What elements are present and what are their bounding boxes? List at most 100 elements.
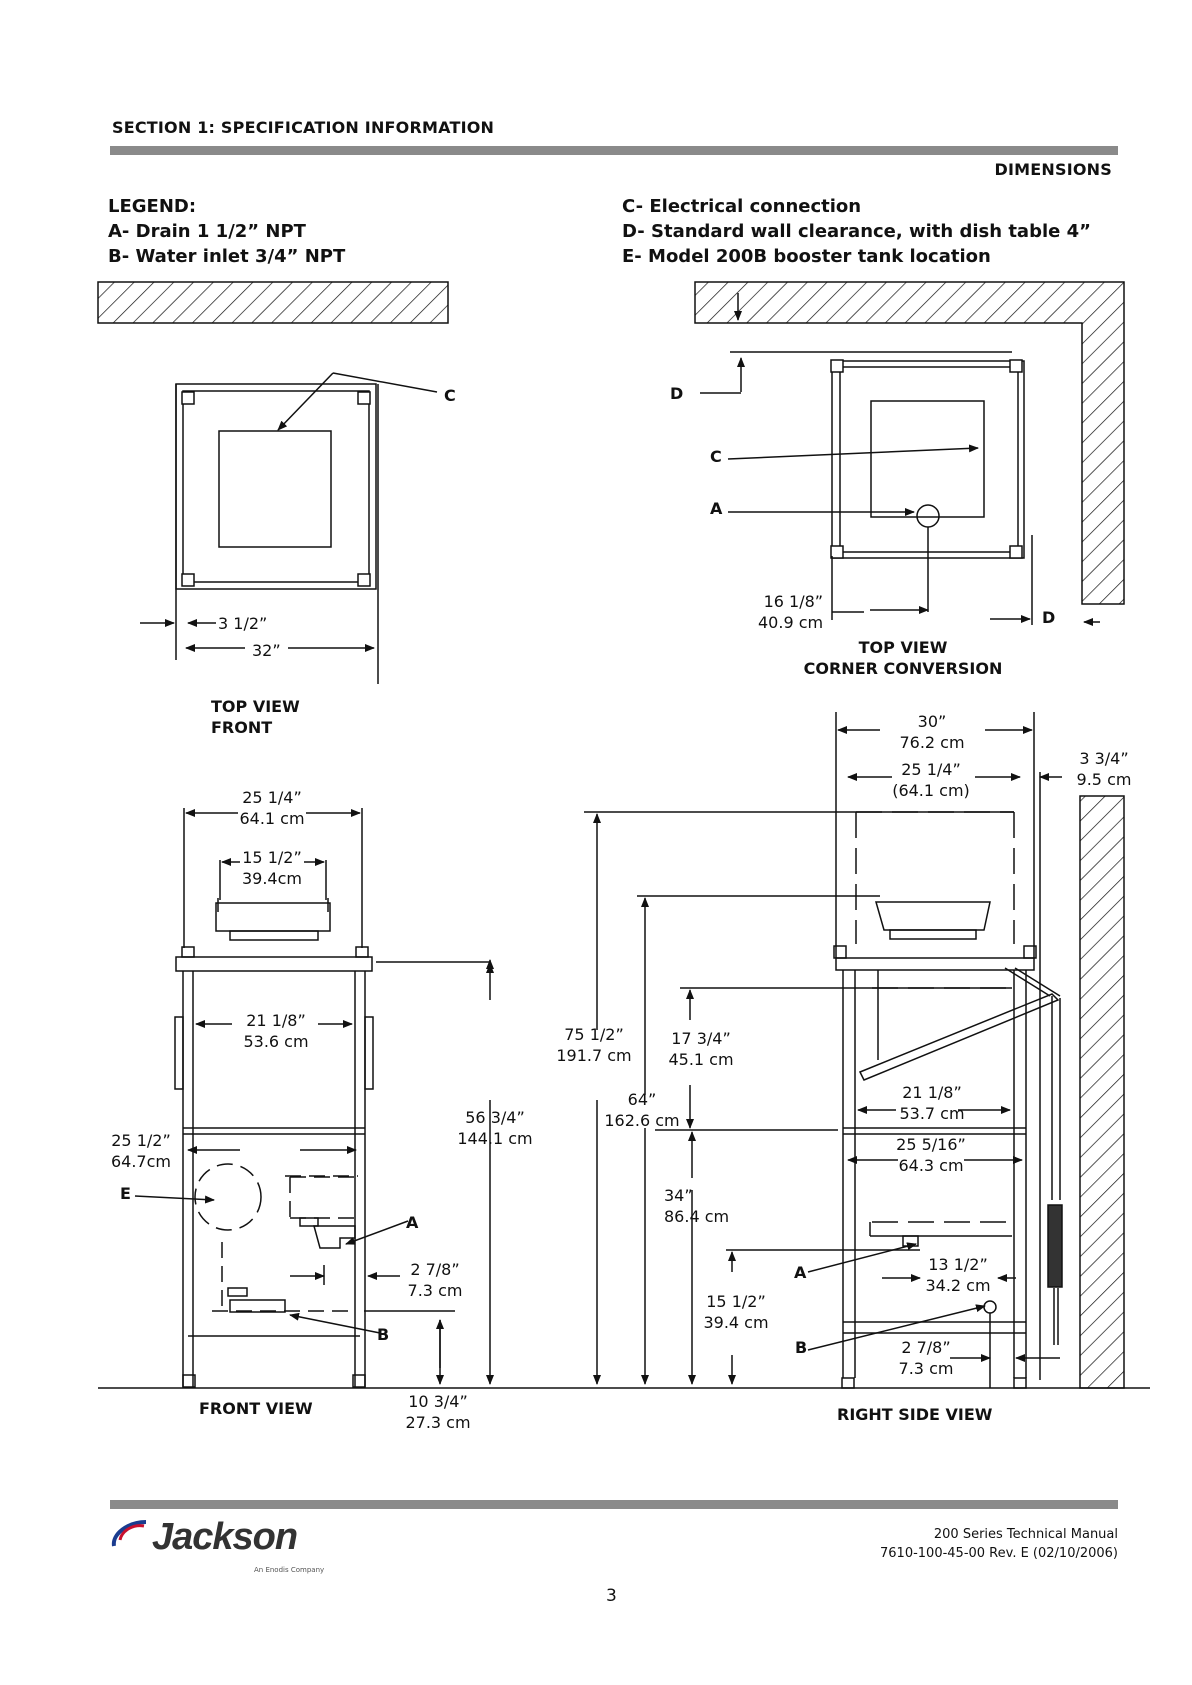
wall-hatch-corner	[694, 281, 1125, 605]
label-a-corner: A	[710, 499, 723, 518]
doc-number: 7610-100-45-00 Rev. E (02/10/2006)	[880, 1546, 1118, 1561]
dim-cm: 53.7 cm	[899, 1104, 965, 1123]
side-dim-25-1-4: 25 1/4” (64.1 cm)	[886, 759, 976, 801]
dim-3-1-2: 3 1/2”	[218, 614, 268, 633]
dim-inches: 64”	[627, 1090, 657, 1109]
wall-hatch-side	[1079, 795, 1125, 1389]
legend-right: C- Electrical connection D- Standard wal…	[622, 194, 1091, 269]
dim-inches: 3 3/4”	[1079, 749, 1129, 768]
caption-right-side-view: RIGHT SIDE VIEW	[837, 1405, 993, 1424]
dim-cm: 144.1 cm	[457, 1129, 533, 1148]
front-dim-15-1-2: 15 1/2” 39.4cm	[228, 847, 316, 889]
label-c-top-front: C	[444, 386, 456, 405]
dim-cm: 76.2 cm	[899, 733, 965, 752]
side-dim-21-1-8: 21 1/8” 53.7 cm	[888, 1082, 976, 1124]
side-dim-34: 34” 86.4 cm	[664, 1185, 740, 1227]
side-dim-15-1-2: 15 1/2” 39.4 cm	[698, 1291, 774, 1333]
logo-text: Jackson	[152, 1516, 298, 1558]
label-d-bottom: D	[1042, 608, 1056, 627]
dim-inches: 15 1/2”	[706, 1292, 766, 1311]
header-rule	[110, 146, 1118, 155]
dim-cm: 86.4 cm	[664, 1207, 730, 1226]
legend-item-b: B- Water inlet 3/4” NPT	[108, 246, 346, 267]
front-dim-10-3-4: 10 3/4” 27.3 cm	[398, 1391, 478, 1433]
dim-inches: 13 1/2”	[928, 1255, 988, 1274]
front-dim-25-1-4: 25 1/4” 64.1 cm	[228, 787, 316, 829]
dim-cm: 40.9 cm	[758, 613, 824, 632]
label-b-front: B	[377, 1325, 390, 1344]
dim-cm: 53.6 cm	[243, 1032, 309, 1051]
side-dim-30: 30” 76.2 cm	[892, 711, 972, 753]
caption-line-1: TOP VIEW	[211, 697, 300, 716]
caption-line-1: TOP VIEW	[858, 638, 948, 657]
dim-cm: 9.5 cm	[1076, 770, 1132, 789]
label-e-front: E	[120, 1184, 131, 1203]
label-a-side: A	[794, 1263, 807, 1282]
footer-info: 200 Series Technical Manual 7610-100-45-…	[880, 1525, 1118, 1563]
legend-item-a: A- Drain 1 1/2” NPT	[108, 221, 306, 242]
manual-title: 200 Series Technical Manual	[933, 1527, 1118, 1542]
side-dim-75-1-2: 75 1/2” 191.7 cm	[552, 1024, 636, 1066]
label-a-front: A	[406, 1213, 419, 1232]
dim-inches: 2 7/8”	[901, 1338, 951, 1357]
dim-cm: 39.4cm	[241, 869, 302, 888]
logo-subtext: An Enodis Company	[254, 1566, 325, 1574]
legend-title: LEGEND:	[108, 196, 197, 217]
label-b-side: B	[795, 1338, 808, 1357]
side-dim-13-1-2: 13 1/2” 34.2 cm	[918, 1254, 998, 1296]
legend-left: LEGEND: A- Drain 1 1/2” NPT B- Water inl…	[108, 194, 345, 269]
legend-item-d: D- Standard wall clearance, with dish ta…	[622, 221, 1091, 242]
wall-hatch-front	[97, 281, 449, 324]
legend-item-c: C- Electrical connection	[622, 196, 862, 217]
dim-inches: 16 1/8”	[763, 592, 824, 611]
dim-cm: 27.3 cm	[405, 1413, 471, 1432]
dim-16-1-8: 16 1/8” 40.9 cm	[758, 591, 823, 633]
dim-inches: 21 1/8”	[902, 1083, 962, 1102]
dim-inches: 2 7/8”	[410, 1260, 460, 1279]
dim-cm: 7.3 cm	[407, 1281, 463, 1300]
side-dim-3-3-4: 3 3/4” 9.5 cm	[1074, 748, 1134, 790]
front-dim-2-7-8: 2 7/8” 7.3 cm	[398, 1259, 472, 1301]
footer-rule	[110, 1500, 1118, 1509]
dim-cm: 45.1 cm	[668, 1050, 734, 1069]
dim-cm: 162.6 cm	[604, 1111, 680, 1130]
dim-cm: 34.2 cm	[925, 1276, 991, 1295]
label-d-top: D	[670, 384, 684, 403]
dim-32: 32”	[252, 641, 281, 660]
dim-cm: 64.3 cm	[898, 1156, 964, 1175]
dim-cm: 7.3 cm	[898, 1359, 954, 1378]
side-dim-2-7-8: 2 7/8” 7.3 cm	[888, 1337, 964, 1379]
jackson-logo: Jackson An Enodis Company	[108, 1512, 338, 1574]
caption-line-2: FRONT	[211, 718, 273, 737]
caption-front-view: FRONT VIEW	[199, 1399, 313, 1418]
dim-inches: 15 1/2”	[242, 848, 302, 867]
legend-item-e: E- Model 200B booster tank location	[622, 246, 991, 267]
section-title: SECTION 1: SPECIFICATION INFORMATION	[112, 118, 495, 137]
logo-swoosh-icon	[111, 1520, 147, 1547]
dim-inches: 34”	[664, 1186, 693, 1205]
dim-inches: 25 1/2”	[111, 1131, 171, 1150]
dim-cm: 64.7cm	[110, 1152, 171, 1171]
dim-inches: 17 3/4”	[671, 1029, 731, 1048]
page-number: 3	[606, 1586, 617, 1606]
caption-top-view-front: TOP VIEW FRONT	[211, 696, 300, 738]
dim-inches: 21 1/8”	[246, 1011, 306, 1030]
dim-inches: 10 3/4”	[408, 1392, 468, 1411]
front-dim-25-1-2: 25 1/2” 64.7cm	[102, 1130, 180, 1172]
dim-inches: 25 5/16”	[896, 1135, 966, 1154]
dim-inches: 75 1/2”	[564, 1025, 624, 1044]
page-heading: DIMENSIONS	[994, 160, 1112, 179]
dim-inches: 30”	[917, 712, 947, 731]
label-c-corner: C	[710, 447, 722, 466]
dim-cm: 191.7 cm	[556, 1046, 632, 1065]
side-dim-25-5-16: 25 5/16” 64.3 cm	[886, 1134, 976, 1176]
side-dim-17-3-4: 17 3/4” 45.1 cm	[664, 1028, 738, 1070]
side-dim-64: 64” 162.6 cm	[600, 1089, 684, 1131]
front-dim-21-1-8: 21 1/8” 53.6 cm	[232, 1010, 320, 1052]
caption-line-2: CORNER CONVERSION	[803, 659, 1003, 678]
dim-cm: 39.4 cm	[703, 1313, 769, 1332]
dim-cm: (64.1 cm)	[892, 781, 970, 800]
caption-top-view-corner: TOP VIEW CORNER CONVERSION	[800, 637, 1006, 679]
dim-inches: 56 3/4”	[465, 1108, 525, 1127]
